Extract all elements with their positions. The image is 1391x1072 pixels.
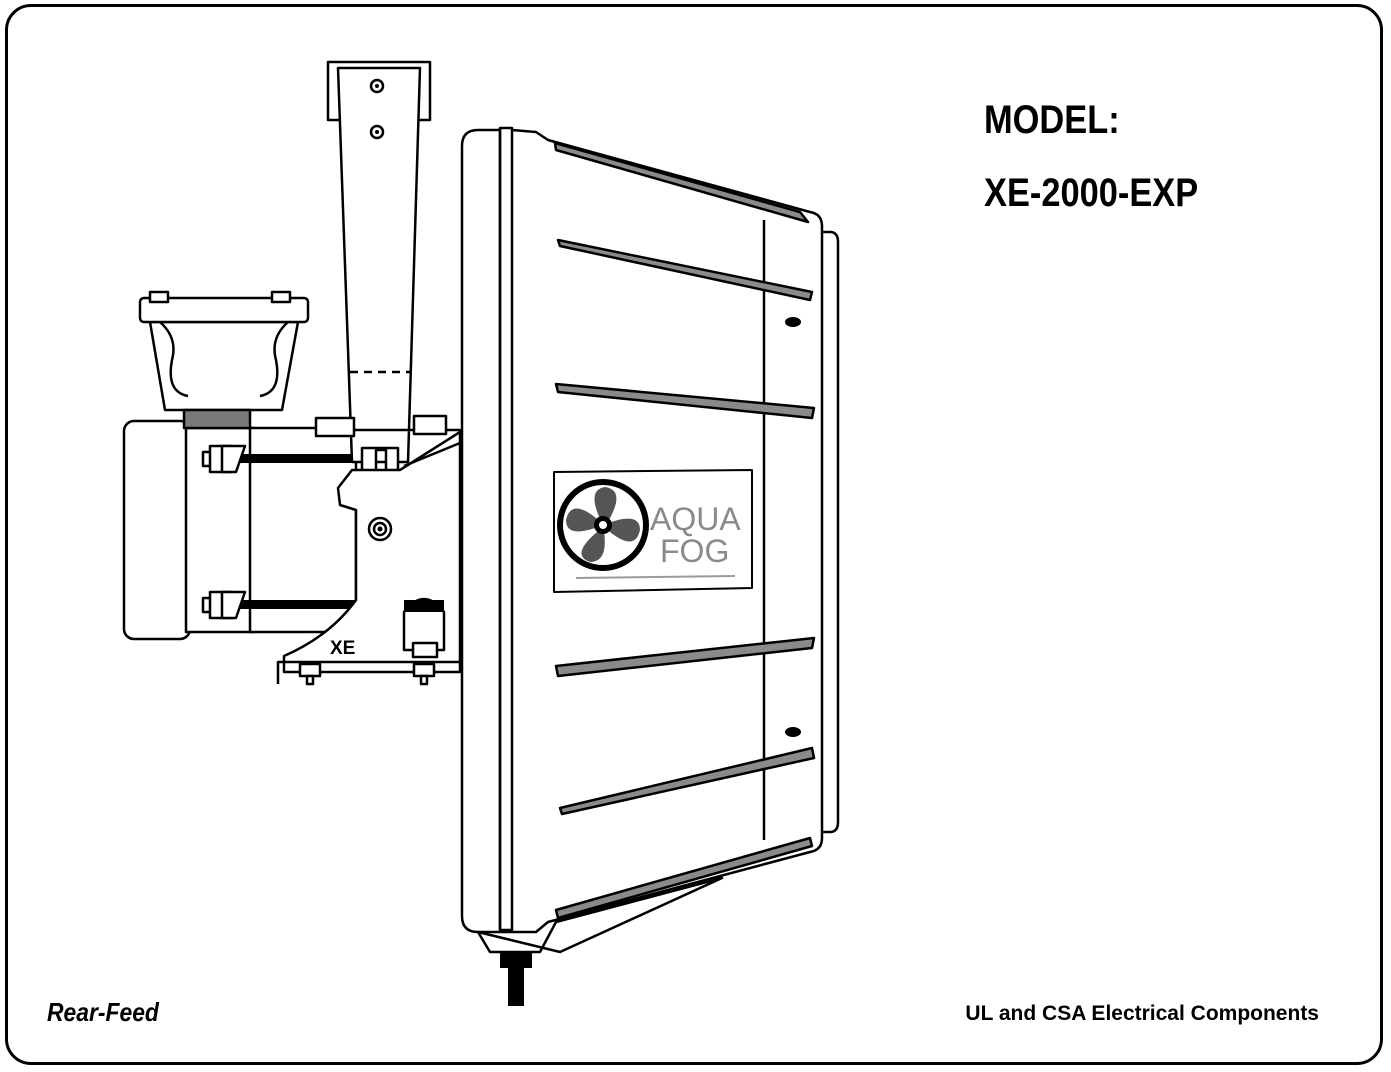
- model-number: XE-2000-EXP: [984, 171, 1199, 215]
- base-bolt-left: [298, 662, 322, 686]
- grommet: [402, 597, 446, 659]
- logo-aqua-text: AQUA: [650, 501, 741, 537]
- mounting-bracket: XE: [276, 414, 464, 686]
- drain-fitting: [500, 952, 532, 1006]
- base-bolt-right: [412, 662, 436, 686]
- logo-fog-text: FOG: [660, 533, 729, 569]
- bracket-mark: XE: [330, 638, 355, 659]
- junction-box: [138, 290, 310, 430]
- page-border: [5, 4, 1383, 1065]
- aquafog-logo-label: AQUA FOG: [553, 469, 753, 593]
- fan-logo-icon: [557, 479, 649, 571]
- motor: [122, 419, 358, 641]
- compliance-note: UL and CSA Electrical Components: [965, 1002, 1319, 1025]
- louvers: [553, 141, 816, 920]
- model-label: MODEL:: [984, 98, 1120, 142]
- motor-bolt-bottom: [201, 590, 247, 620]
- feed-type-label: Rear-Feed: [47, 997, 159, 1027]
- motor-bolt-top: [201, 444, 247, 474]
